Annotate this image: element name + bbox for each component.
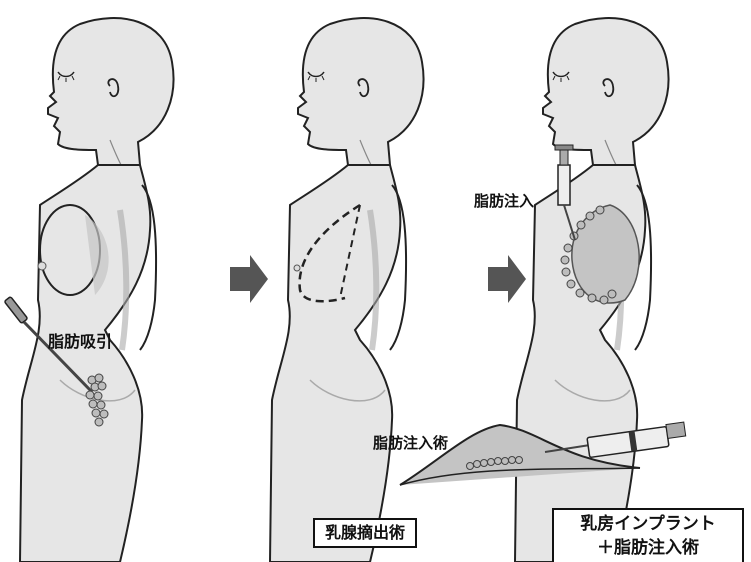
label-mastectomy: 乳腺摘出術 [313,518,417,548]
label-fat-injection: 脂肪注入 [474,190,534,211]
label-liposuction: 脂肪吸引 [48,328,112,352]
arrow-2 [488,255,526,303]
label-implant-fat-injection: 乳房インプラント ＋脂肪注入術 [552,508,744,562]
figure-mastectomy [270,18,424,562]
arrow-1 [230,255,268,303]
label-implant-line2: ＋脂肪注入術 [554,536,742,560]
figure-implant-fat-injection [515,18,669,562]
label-fat-injection-surgery: 脂肪注入術 [373,432,448,453]
figure-liposuction [4,18,173,562]
label-implant-line1: 乳房インプラント [554,512,742,536]
